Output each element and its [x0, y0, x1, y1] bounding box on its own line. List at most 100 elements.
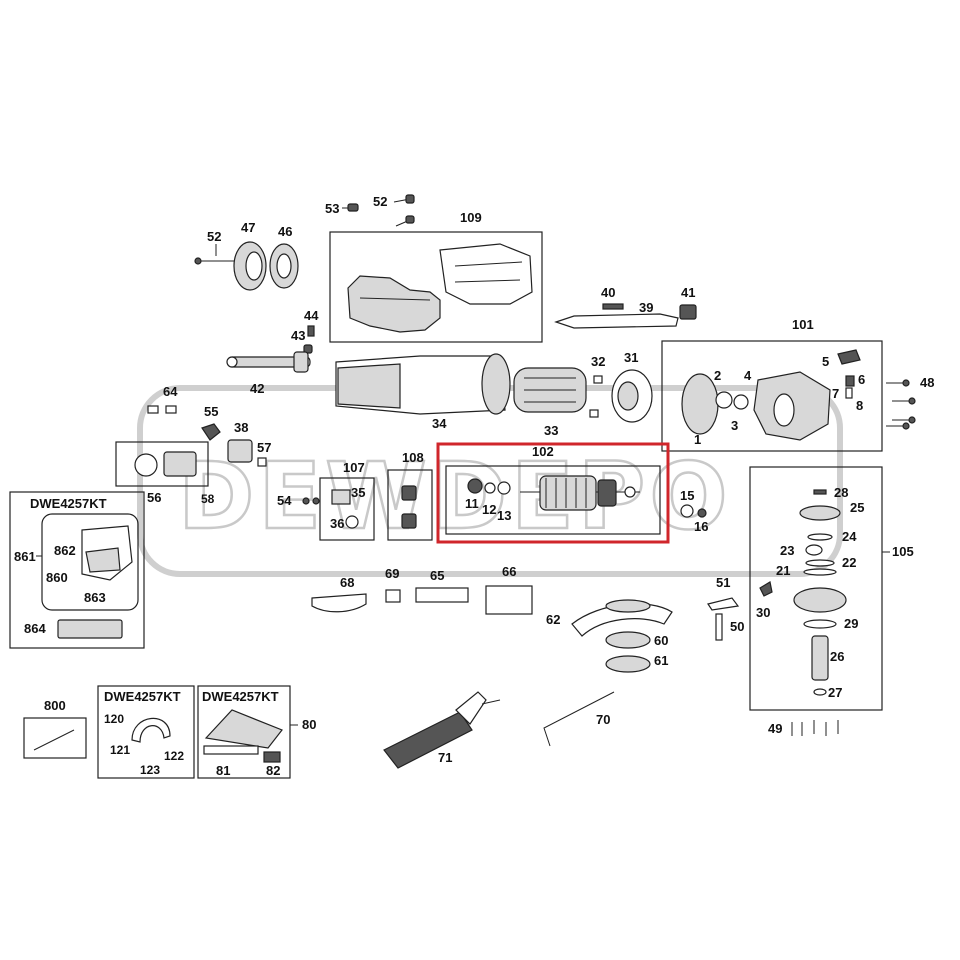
label-69: 69: [385, 566, 399, 581]
housing-half-109: [347, 243, 533, 333]
hex-key-70: [543, 691, 615, 747]
screws-48: [886, 379, 916, 430]
label-49: 49: [768, 721, 782, 736]
screws-49: [791, 720, 839, 736]
screw-53: [342, 203, 359, 212]
label-52-top: 52: [373, 194, 387, 209]
label-5: 5: [822, 354, 829, 369]
label-1: 1: [694, 432, 701, 447]
label-32: 32: [591, 354, 605, 369]
label-864: 864: [24, 621, 46, 636]
handle-guard-120: [131, 717, 171, 743]
dial-56: [134, 453, 158, 477]
spindle-42: [226, 351, 311, 373]
label-48: 48: [920, 375, 934, 390]
label-863: 863: [84, 590, 106, 605]
screw-54-a: [302, 497, 310, 505]
label-44: 44: [304, 308, 319, 323]
pin-50: [715, 613, 723, 641]
label-11: 11: [465, 496, 479, 511]
guard-62: [571, 599, 673, 637]
box-861: [9, 491, 145, 649]
label-51: 51: [716, 575, 730, 590]
motor-housing-34: [335, 353, 511, 415]
box-109: [329, 231, 543, 343]
label-28: 28: [834, 485, 848, 500]
screw-52-top: [393, 194, 415, 227]
part-64-a: [147, 405, 159, 414]
box-861-label: 861: [14, 549, 36, 564]
watermark: DEWDEPO: [137, 385, 843, 577]
kit-861-title: DWE4257KT: [30, 496, 107, 511]
label-121: 121: [110, 743, 130, 757]
part-32-upper: [593, 375, 603, 384]
baffle-31: [611, 369, 653, 423]
box-101-label: 101: [792, 317, 814, 332]
label-54: 54: [277, 493, 292, 508]
part-16: [697, 508, 707, 518]
label-71: 71: [438, 750, 452, 765]
plate-68: [311, 593, 367, 613]
label-47: 47: [241, 220, 255, 235]
label-30: 30: [756, 605, 770, 620]
label-24: 24: [842, 529, 857, 544]
end-cap-47: [233, 241, 267, 291]
switch-rod-39: [554, 313, 679, 329]
label-12: 12: [482, 502, 496, 517]
label-25: 25: [850, 500, 864, 515]
label-31: 31: [624, 350, 638, 365]
bolt-52: [194, 257, 238, 265]
part-64-b: [165, 405, 177, 414]
kit-120-title: DWE4257KT: [104, 689, 181, 704]
label-70: 70: [596, 712, 610, 727]
label-2: 2: [714, 368, 721, 383]
box-108: [387, 469, 433, 541]
label-46: 46: [278, 224, 292, 239]
label-66: 66: [502, 564, 516, 579]
label-60: 60: [654, 633, 668, 648]
label-56: 56: [147, 490, 161, 505]
brush-108-b: [401, 513, 417, 529]
lever-51: [707, 597, 740, 611]
box-101: [661, 340, 883, 452]
label-7: 7: [832, 386, 839, 401]
label-123: 123: [140, 763, 160, 777]
label-53: 53: [325, 201, 339, 216]
box-105-label: 105: [892, 544, 914, 559]
box-800: [23, 717, 87, 759]
label-39: 39: [639, 300, 653, 315]
label-860: 860: [46, 570, 68, 585]
label-33: 33: [544, 423, 558, 438]
screw-44: [307, 325, 315, 337]
insert-864: [57, 619, 123, 639]
label-55: 55: [204, 404, 218, 419]
label-61: 61: [654, 653, 668, 668]
label-6: 6: [858, 372, 865, 387]
label-68: 68: [340, 575, 354, 590]
box-108-label: 108: [402, 450, 424, 465]
kit-case-frame: [41, 513, 139, 611]
box-80-label: 80: [302, 717, 316, 732]
part-57: [257, 457, 267, 467]
label-8: 8: [856, 398, 863, 413]
flange-61: [605, 655, 651, 673]
label-42: 42: [250, 381, 264, 396]
label-50: 50: [730, 619, 744, 634]
label-800: 800: [44, 698, 66, 713]
label-57: 57: [257, 440, 271, 455]
box-kit-80: [197, 685, 291, 779]
label-16: 16: [694, 519, 708, 534]
label-120: 120: [104, 712, 124, 726]
brush-holder-35: [331, 489, 351, 505]
label-21: 21: [776, 563, 790, 578]
plate-69: [385, 589, 401, 603]
label-81: 81: [216, 763, 230, 778]
lock-41: [679, 304, 697, 320]
kit-80-title: DWE4257KT: [202, 689, 279, 704]
label-35: 35: [351, 485, 365, 500]
label-36: 36: [330, 516, 344, 531]
brush-holder-46: [269, 243, 299, 289]
box-102: [445, 465, 661, 535]
